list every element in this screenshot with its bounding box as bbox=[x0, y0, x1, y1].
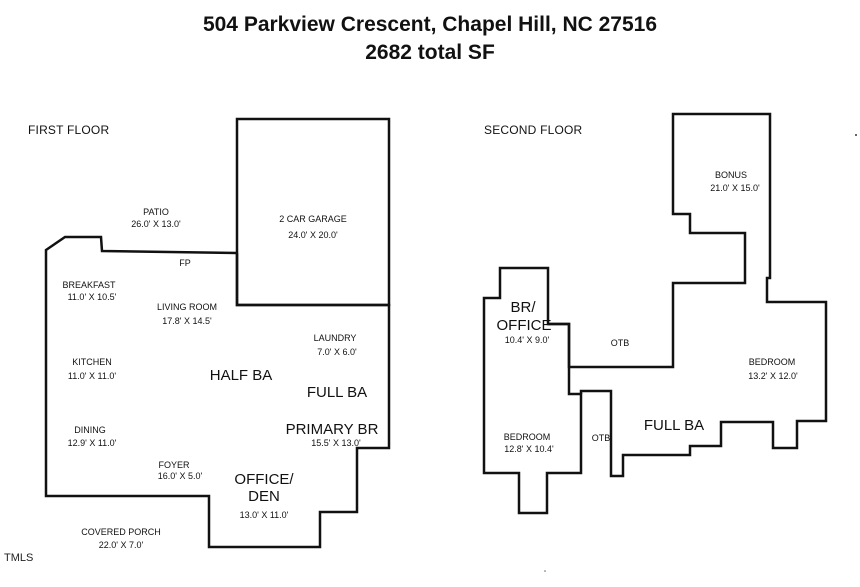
bedroom-right-name: BEDROOM bbox=[749, 357, 796, 367]
half-bath-label: HALF BA bbox=[210, 367, 273, 384]
covered-porch-name: COVERED PORCH bbox=[81, 527, 161, 537]
primary-bedroom-name: PRIMARY BR bbox=[286, 421, 379, 438]
otb-upper-label: OTB bbox=[611, 338, 630, 348]
office-den-name-line1: OFFICE/ bbox=[234, 471, 294, 488]
primary-bedroom-dims: 15.5' X 13.0' bbox=[311, 438, 361, 448]
full-bath-label: FULL BA bbox=[307, 384, 367, 401]
second-floor-full-bath-label: FULL BA bbox=[644, 417, 704, 434]
bedroom-left-dims: 12.8' X 10.4' bbox=[504, 444, 554, 454]
foyer-dims: 16.0' X 5.0' bbox=[158, 471, 203, 481]
br-office-name-line2: OFFICE bbox=[497, 317, 552, 334]
dining-dims: 12.9' X 11.0' bbox=[68, 438, 117, 448]
breakfast-dims: 11.0' X 10.5' bbox=[68, 292, 117, 302]
living-room-name: LIVING ROOM bbox=[157, 302, 217, 312]
br-office-name-line1: BR/ bbox=[510, 299, 536, 316]
covered-porch-dims: 22.0' X 7.0' bbox=[99, 540, 144, 550]
scan-speck bbox=[544, 570, 546, 572]
second-floor-label: SECOND FLOOR bbox=[484, 123, 583, 137]
watermark-logo: TMLS bbox=[4, 552, 34, 564]
laundry-dims: 7.0' X 6.0' bbox=[317, 347, 357, 357]
office-den-dims: 13.0' X 11.0' bbox=[240, 510, 289, 520]
bedroom-left-name: BEDROOM bbox=[504, 432, 551, 442]
breakfast-name: BREAKFAST bbox=[62, 280, 116, 290]
garage-outline bbox=[235, 117, 391, 307]
office-den-name-line2: DEN bbox=[248, 488, 280, 505]
bedroom-right-dims: 13.2' X 12.0' bbox=[748, 371, 798, 381]
scan-speck bbox=[855, 134, 857, 136]
patio-name: PATIO bbox=[143, 207, 169, 217]
laundry-name: LAUNDRY bbox=[314, 333, 357, 343]
bonus-room-dims: 21.0' X 15.0' bbox=[710, 183, 760, 193]
property-address-title: 504 Parkview Crescent, Chapel Hill, NC 2… bbox=[202, 13, 658, 36]
living-room-dims: 17.8' X 14.5' bbox=[162, 316, 212, 326]
second-floor-right-outline bbox=[548, 112, 828, 478]
kitchen-dims: 11.0' X 11.0' bbox=[68, 371, 116, 381]
br-office-dims: 10.4' X 9.0' bbox=[505, 335, 550, 345]
garage-name: 2 CAR GARAGE bbox=[279, 214, 347, 224]
total-square-footage: 2682 total SF bbox=[365, 41, 495, 64]
first-floor-label: FIRST FLOOR bbox=[28, 123, 110, 137]
patio-dims: 26.0' X 13.0' bbox=[131, 219, 181, 229]
first-floor-outline bbox=[44, 235, 391, 549]
kitchen-name: KITCHEN bbox=[72, 357, 112, 367]
fireplace-label: FP bbox=[179, 258, 191, 268]
foyer-name: FOYER bbox=[158, 460, 190, 470]
otb-lower-label: OTB bbox=[592, 433, 611, 443]
bonus-room-name: BONUS bbox=[715, 170, 747, 180]
garage-dims: 24.0' X 20.0' bbox=[288, 230, 338, 240]
dining-name: DINING bbox=[74, 425, 106, 435]
